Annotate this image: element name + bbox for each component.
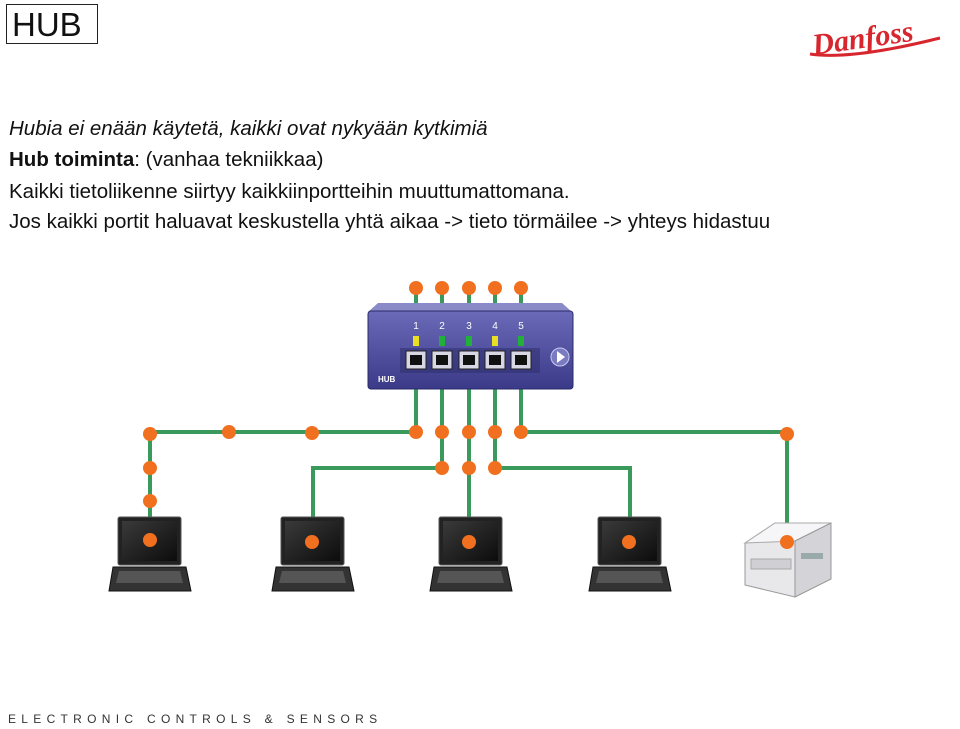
node [143, 427, 157, 441]
connection-nodes [143, 281, 794, 549]
node [780, 427, 794, 441]
hub-label: HUB [378, 375, 396, 384]
node [462, 535, 476, 549]
hub-ports: 1 2 3 4 5 [405, 321, 532, 370]
node [780, 535, 794, 549]
node [514, 425, 528, 439]
node [143, 461, 157, 475]
hub-port-socket [489, 355, 501, 365]
hub-device: HUB 1 2 3 4 5 [367, 303, 574, 390]
hub-port-led [439, 336, 445, 346]
laptop-4 [588, 516, 672, 592]
danfoss-logo: Danfoss [809, 15, 941, 62]
node [462, 425, 476, 439]
line-traffic: Kaikki tietoliikenne siirtyy kaikkiinpor… [9, 180, 570, 203]
node [488, 425, 502, 439]
node [462, 461, 476, 475]
line-hub-function-rest: : (vanhaa tekniikkaa) [134, 148, 324, 171]
hub-port-led [413, 336, 419, 346]
hub-port-socket [463, 355, 475, 365]
node [409, 281, 423, 295]
hub-port-led [466, 336, 472, 346]
hub-port-number: 5 [518, 321, 524, 332]
printer [743, 522, 832, 598]
line-hub-function-label: Hub toiminta [9, 148, 135, 171]
node [222, 425, 236, 439]
node [435, 461, 449, 475]
hub-port-led [518, 336, 524, 346]
node [514, 281, 528, 295]
line-hub-obsolete: Hubia ei enään käytetä, kaikki ovat nyky… [9, 117, 488, 140]
title-box [6, 4, 98, 44]
footer-tagline: ELECTRONIC CONTROLS & SENSORS [8, 712, 383, 726]
node [409, 425, 423, 439]
hub-port-number: 4 [492, 321, 498, 332]
hub-port-socket [436, 355, 448, 365]
hub-port-number: 1 [413, 321, 419, 332]
node [143, 494, 157, 508]
hub-port-led [492, 336, 498, 346]
page-title: HUB [12, 6, 82, 43]
line-hub-function: Hub toiminta: (vanhaa tekniikkaa) [9, 148, 323, 172]
node [305, 535, 319, 549]
hub-port-number: 3 [466, 321, 472, 332]
node [435, 281, 449, 295]
node [488, 281, 502, 295]
node [435, 425, 449, 439]
node [622, 535, 636, 549]
hub-port-number: 2 [439, 321, 445, 332]
hub-port-socket [515, 355, 527, 365]
node [488, 461, 502, 475]
laptop-1 [108, 516, 192, 592]
node [462, 281, 476, 295]
node [143, 533, 157, 547]
laptop-3 [429, 516, 513, 592]
node [305, 426, 319, 440]
hub-port-socket [410, 355, 422, 365]
line-collision: Jos kaikki portit haluavat keskustella y… [9, 210, 771, 233]
laptop-2 [271, 516, 355, 592]
